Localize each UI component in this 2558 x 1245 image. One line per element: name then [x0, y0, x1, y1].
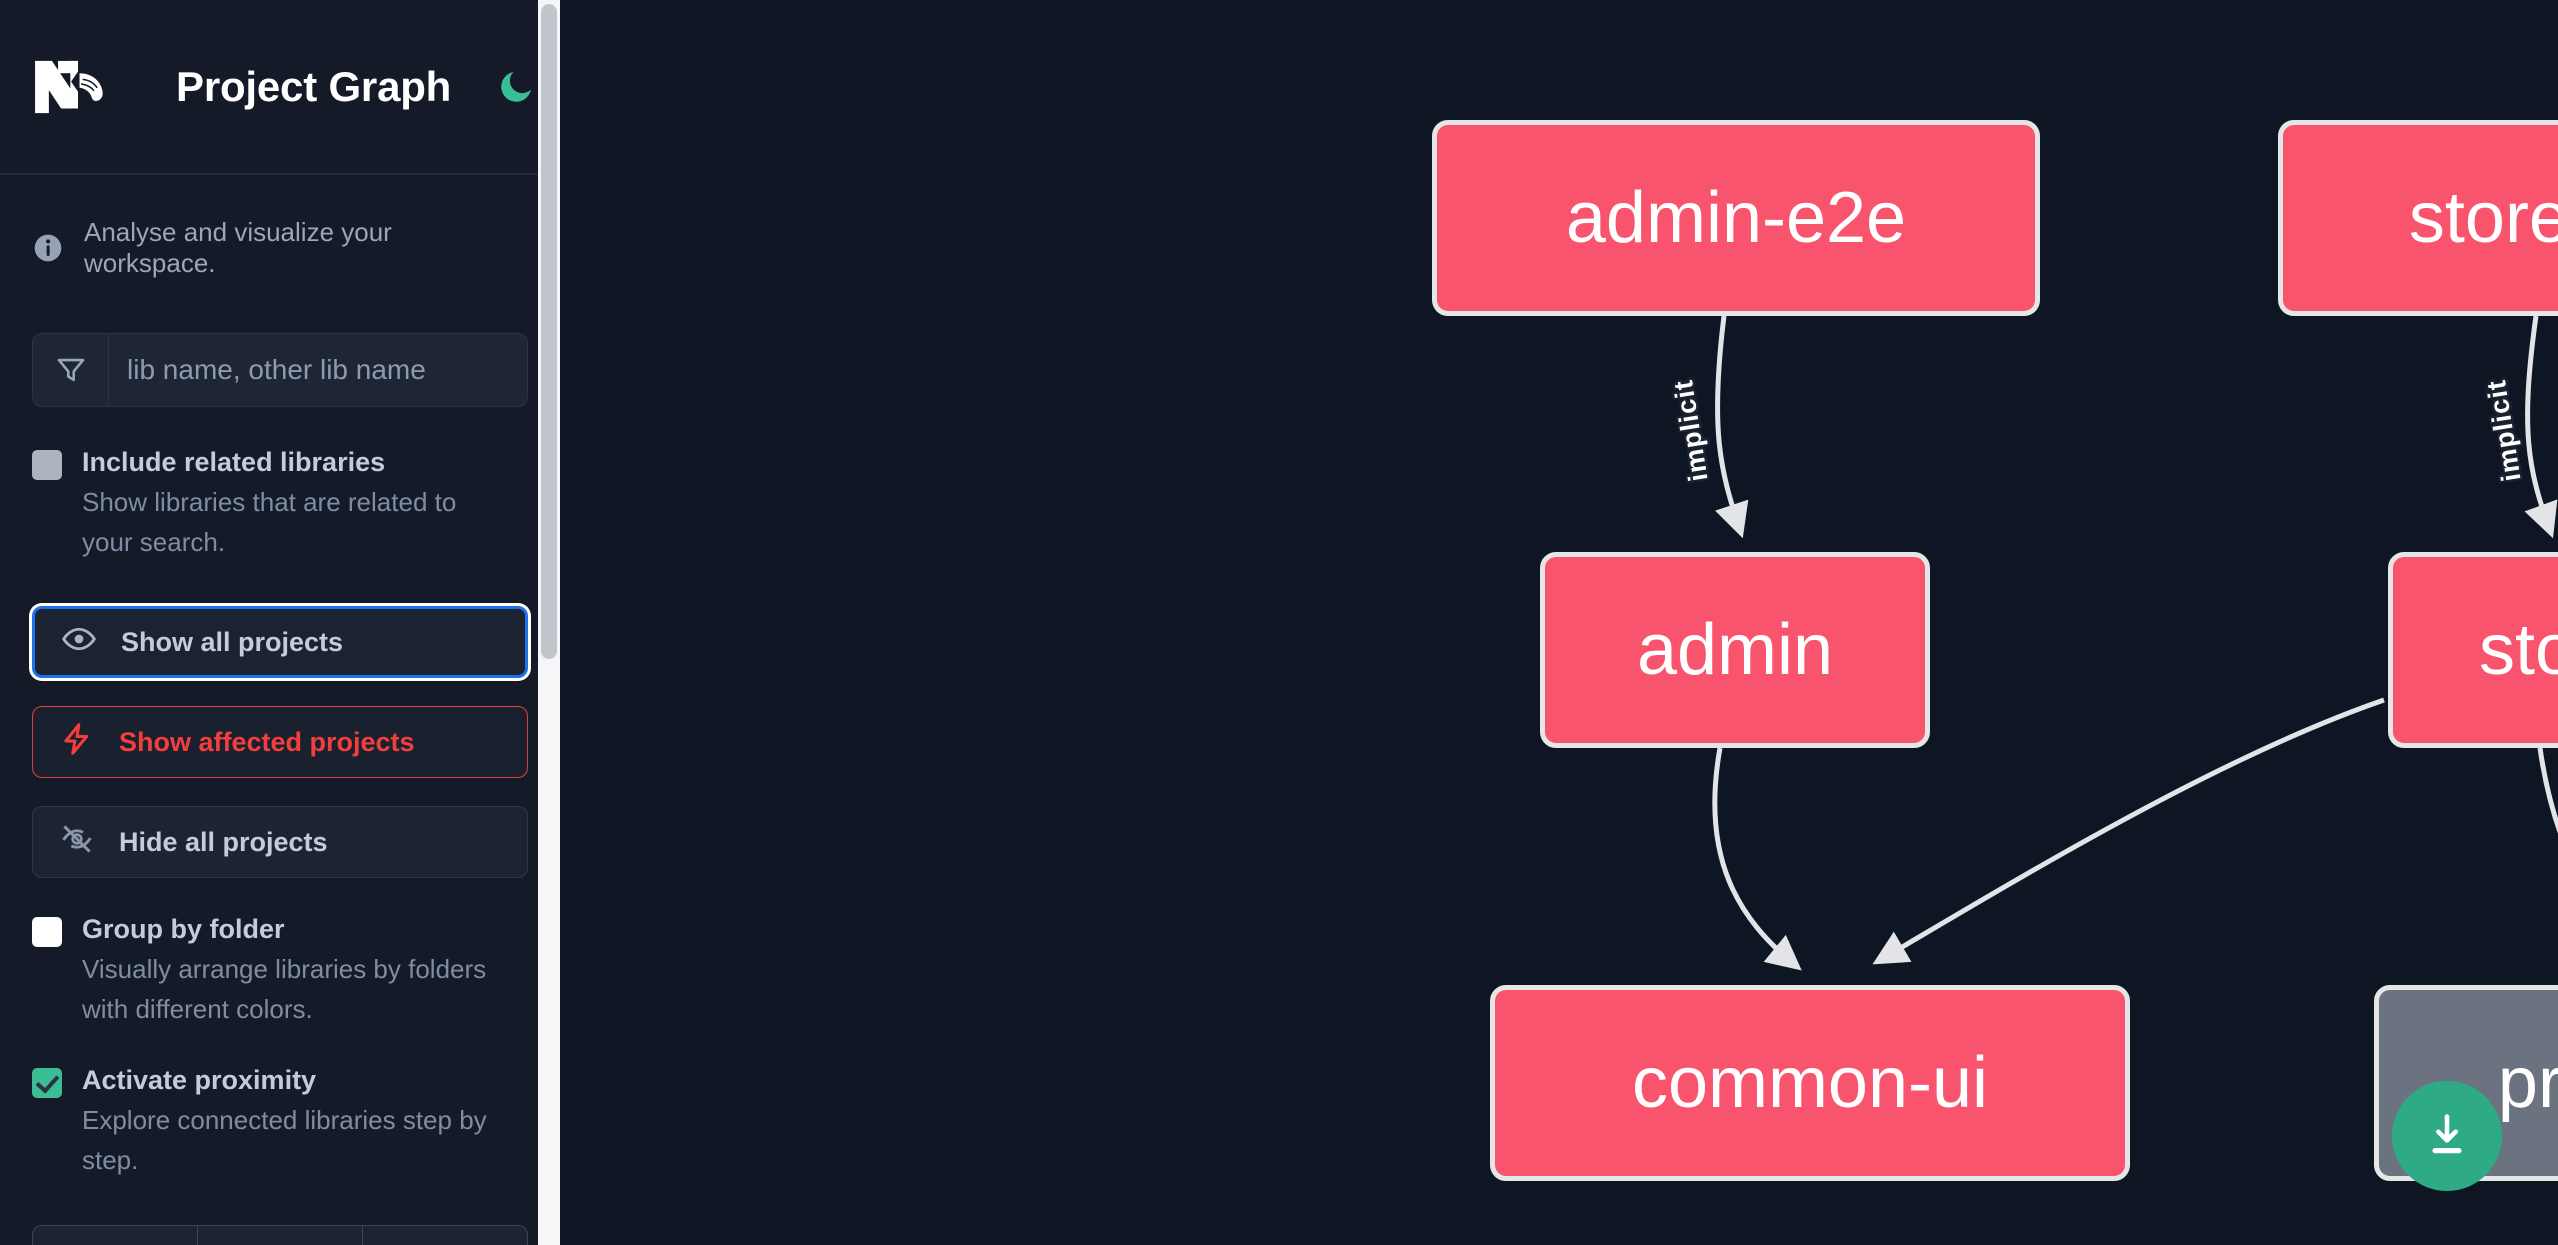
sidebar-header: Project Graph: [0, 0, 560, 175]
sidebar-tagline: Analyse and visualize your workspace.: [0, 175, 560, 279]
segment-3[interactable]: [363, 1226, 527, 1245]
graph-node-label: products: [2497, 1043, 2558, 1123]
page-title: Project Graph: [176, 62, 452, 110]
sidebar-scrollbar-thumb[interactable]: [541, 4, 557, 659]
project-visibility-buttons: Show all projects Show affected projects: [32, 606, 528, 878]
segment-2[interactable]: [198, 1226, 363, 1245]
sidebar-scrollbar[interactable]: [538, 0, 560, 1245]
nx-logo-icon: [32, 56, 124, 118]
graph-node-admin-e2e[interactable]: admin-e2e: [1432, 120, 2040, 316]
show-affected-projects-button[interactable]: Show affected projects: [32, 706, 528, 778]
group-by-folder-checkbox[interactable]: [32, 917, 62, 947]
filter-funnel-icon: [33, 334, 109, 406]
segment-1[interactable]: [33, 1226, 198, 1245]
graph-node-admin[interactable]: admin: [1540, 552, 1930, 748]
graph-node-label: store: [2478, 610, 2558, 690]
graph-node-label: admin-e2e: [1565, 178, 1907, 258]
info-circle-icon: [32, 232, 64, 264]
graph-edges: [1712, 315, 2558, 971]
group-by-folder-description: Visually arrange libraries by folders wi…: [82, 954, 487, 1024]
search-input[interactable]: [109, 334, 527, 406]
lightning-bolt-icon: [59, 721, 95, 764]
eye-icon: [61, 621, 97, 664]
show-all-projects-button[interactable]: Show all projects: [32, 606, 528, 678]
include-related-libraries-label: Include related libraries: [82, 447, 386, 477]
graph-node-common-ui[interactable]: common-ui: [1490, 985, 2130, 1181]
moon-icon[interactable]: [493, 64, 539, 110]
activate-proximity-description: Explore connected libraries step by step…: [82, 1105, 487, 1175]
eye-slash-icon: [59, 821, 95, 864]
graph-node-label: admin: [1636, 610, 1834, 690]
hide-all-projects-button[interactable]: Hide all projects: [32, 806, 528, 878]
hide-all-projects-label: Hide all projects: [119, 826, 328, 857]
graph-node-store[interactable]: store: [2388, 552, 2558, 748]
option-group-by-folder[interactable]: Group by folder Visually arrange librari…: [0, 912, 560, 1029]
proximity-segmented-control[interactable]: [32, 1225, 528, 1245]
sidebar: Project Graph Analyse and visualize your…: [0, 0, 560, 1245]
include-related-libraries-description: Show libraries that are related to your …: [82, 487, 457, 557]
download-graph-button[interactable]: [2392, 1081, 2502, 1191]
activate-proximity-label: Activate proximity: [82, 1065, 317, 1095]
activate-proximity-checkbox[interactable]: [32, 1068, 62, 1098]
include-related-libraries-checkbox[interactable]: [32, 450, 62, 480]
show-affected-projects-label: Show affected projects: [119, 726, 415, 757]
option-activate-proximity[interactable]: Activate proximity Explore connected lib…: [0, 1063, 560, 1180]
graph-canvas[interactable]: admin-e2e store-e2e admin store common-u…: [560, 0, 2558, 1245]
graph-node-label: store-e2e: [2408, 178, 2558, 258]
search-field[interactable]: [32, 333, 528, 407]
option-include-related-libraries[interactable]: Include related libraries Show libraries…: [0, 445, 560, 562]
group-by-folder-label: Group by folder: [82, 914, 285, 944]
graph-node-label: common-ui: [1631, 1043, 1989, 1123]
graph-node-store-e2e[interactable]: store-e2e: [2278, 120, 2558, 316]
sidebar-tagline-text: Analyse and visualize your workspace.: [84, 217, 392, 278]
download-icon: [2421, 1109, 2473, 1164]
show-all-projects-label: Show all projects: [121, 626, 344, 657]
